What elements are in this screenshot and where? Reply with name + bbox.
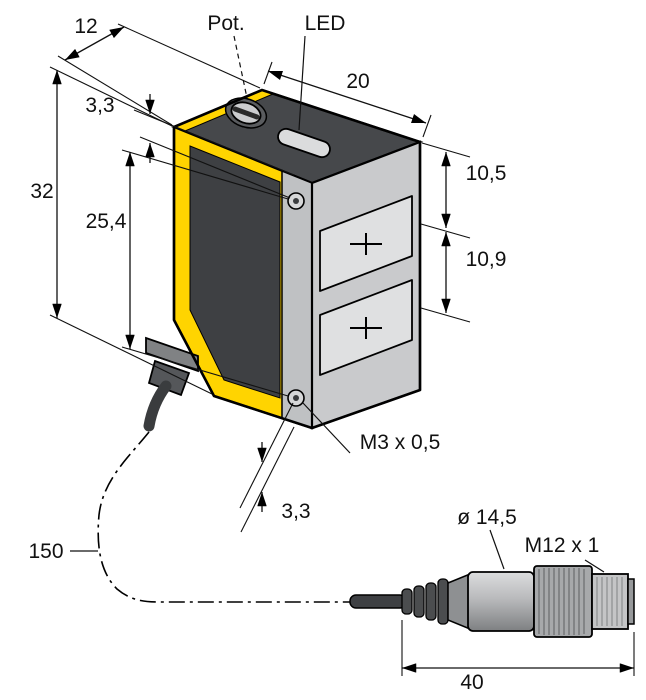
- left-face-label-area: [189, 145, 281, 399]
- label-connector-diameter: ø 14,5: [457, 506, 517, 529]
- led-window: [277, 127, 331, 159]
- label-pot: Pot.: [207, 12, 244, 35]
- dim-connector-length-40: [401, 620, 635, 676]
- dim-hole-offset-top-3-3: [133, 94, 295, 199]
- connector-boot-ribs: [401, 578, 449, 625]
- mounting-hole-bottom-bore: [293, 395, 299, 401]
- label-beam-offset: 10,5: [466, 162, 507, 185]
- label-beam-spacing: 10,9: [466, 248, 507, 271]
- label-led: LED: [305, 12, 346, 35]
- labels: 12 Pot. LED 20 3,3 32 25,4 10,5 10,9 M3 …: [28, 12, 599, 694]
- dimensions: [49, 23, 635, 676]
- label-width: 20: [346, 70, 369, 93]
- knurl-lines: [538, 568, 585, 635]
- connector-knurl-ring: [533, 565, 593, 638]
- label-hole-offset-bottom: 3,3: [281, 500, 310, 523]
- dim-width-20: [263, 61, 432, 138]
- dim-height-32: [49, 66, 213, 395]
- cable-flange: [145, 336, 199, 373]
- beam-cross-upper: [350, 233, 382, 255]
- cable-stub: [143, 380, 172, 432]
- cable: [97, 431, 407, 609]
- thread-lines: [596, 577, 623, 626]
- mounting-hole-top: [287, 192, 305, 210]
- cable-solid-end: [349, 594, 407, 609]
- label-depth: 12: [74, 15, 97, 38]
- sensor-housing: [143, 88, 424, 432]
- connector-end-cap: [627, 578, 635, 625]
- label-height: 32: [30, 180, 53, 203]
- leader-m3: [302, 402, 351, 454]
- dim-beam-positions: [420, 142, 471, 323]
- label-hole-spacing: 25,4: [86, 210, 127, 233]
- connector-thread: [591, 573, 635, 630]
- cable-centerline: [97, 431, 352, 603]
- dim-hole-offset-bottom-3-3: [239, 402, 295, 533]
- leader-diameter: [489, 529, 505, 570]
- connector-body: [467, 571, 535, 632]
- leader-pot: [233, 35, 248, 99]
- label-mounting-thread: M3 x 0,5: [360, 431, 441, 454]
- m12-connector: [401, 565, 635, 638]
- label-cable-length: 150: [28, 540, 63, 563]
- label-connector-thread: M12 x 1: [525, 534, 600, 557]
- label-connector-length: 40: [460, 671, 483, 694]
- mounting-hole-bottom: [287, 389, 305, 407]
- connector-taper: [447, 572, 471, 631]
- label-hole-offset-top: 3,3: [85, 94, 114, 117]
- mounting-hole-top-bore: [293, 198, 299, 204]
- beam-cross-lower: [350, 317, 382, 339]
- leader-m12: [584, 559, 605, 573]
- leader-led: [298, 35, 306, 131]
- potentiometer-slot: [232, 106, 260, 120]
